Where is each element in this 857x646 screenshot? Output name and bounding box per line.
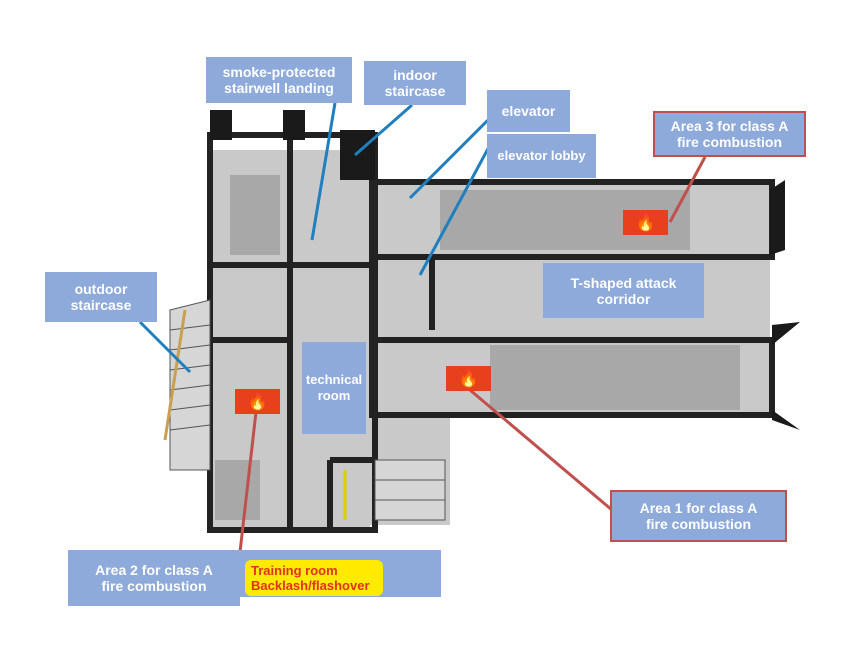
- label-area-3: Area 3 for class A fire combustion: [653, 111, 806, 157]
- label-elevator: elevator: [487, 90, 570, 132]
- floor-textures: [215, 175, 740, 520]
- fire-icon: 🔥: [623, 210, 668, 235]
- label-t-shaped-corridor: T-shaped attack corridor: [543, 263, 704, 318]
- label-outdoor-staircase: outdoor staircase: [45, 272, 157, 322]
- fire-icon: 🔥: [446, 366, 491, 391]
- fire-icon: 🔥: [235, 389, 280, 414]
- label-area-2: Area 2 for class A fire combustion: [68, 550, 240, 606]
- label-technical-room: technical room: [302, 342, 366, 434]
- handrail: [163, 309, 187, 441]
- label-elevator-lobby: elevator lobby: [487, 134, 596, 178]
- label-indoor-staircase: indoor staircase: [364, 61, 466, 105]
- label-area-1: Area 1 for class A fire combustion: [610, 490, 787, 542]
- wall-panels: [210, 110, 800, 430]
- label-training-room: Training room Backlash/flashover: [245, 560, 383, 596]
- pointer-lines-blue: [138, 102, 492, 374]
- label-smoke-protected-landing: smoke-protected stairwell landing: [206, 57, 352, 103]
- pointer-lines-red: [238, 156, 707, 553]
- outdoor-stairs: [169, 299, 446, 521]
